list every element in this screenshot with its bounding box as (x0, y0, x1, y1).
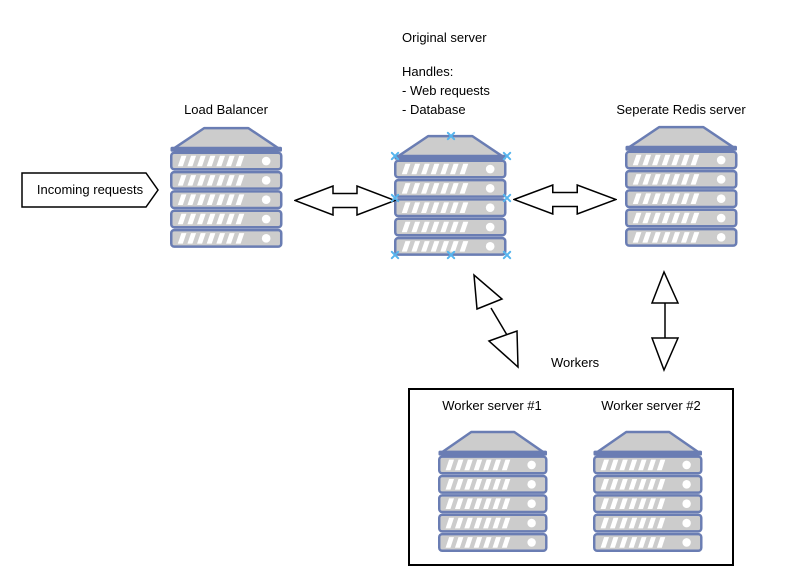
incoming-requests-label: Incoming requests (36, 182, 144, 197)
arrow-original-to-workers[interactable] (465, 268, 527, 372)
load-balancer-label[interactable]: Load Balancer (184, 102, 268, 117)
redis-server-label[interactable]: Seperate Redis server (616, 102, 746, 117)
original-server-label[interactable]: Original server (402, 30, 487, 45)
arrow-lb-to-original[interactable] (294, 185, 396, 216)
worker-server-2-icon[interactable] (593, 430, 703, 552)
handles-item-web: - Web requests (402, 83, 490, 98)
worker-server-1-label[interactable]: Worker server #1 (442, 398, 542, 413)
connection-point-cross[interactable] (502, 250, 511, 259)
incoming-requests-node[interactable]: Incoming requests (21, 172, 161, 208)
worker-server-1-icon[interactable] (438, 430, 548, 552)
connection-point-cross[interactable] (446, 250, 455, 259)
connection-point-cross[interactable] (446, 131, 455, 140)
connection-point-cross[interactable] (502, 193, 511, 202)
workers-group-box[interactable] (408, 388, 734, 566)
redis-server-icon[interactable] (625, 125, 738, 247)
load-balancer-server-icon[interactable] (170, 126, 283, 248)
arrow-original-to-redis[interactable] (513, 184, 617, 215)
original-server-icon[interactable] (394, 134, 507, 256)
connection-point-cross[interactable] (390, 151, 399, 160)
connection-point-cross[interactable] (390, 193, 399, 202)
signpost-arrow-icon (21, 172, 159, 208)
handles-item-database: - Database (402, 102, 466, 117)
original-server-annotation[interactable]: Handles: - Web requests - Database (402, 62, 490, 119)
arrow-redis-to-workers[interactable] (645, 266, 685, 376)
workers-label[interactable]: Workers (551, 355, 600, 370)
worker-server-2-label[interactable]: Worker server #2 (601, 398, 701, 413)
handles-heading: Handles: (402, 64, 454, 79)
connection-point-cross[interactable] (390, 250, 399, 259)
connection-point-cross[interactable] (502, 151, 511, 160)
